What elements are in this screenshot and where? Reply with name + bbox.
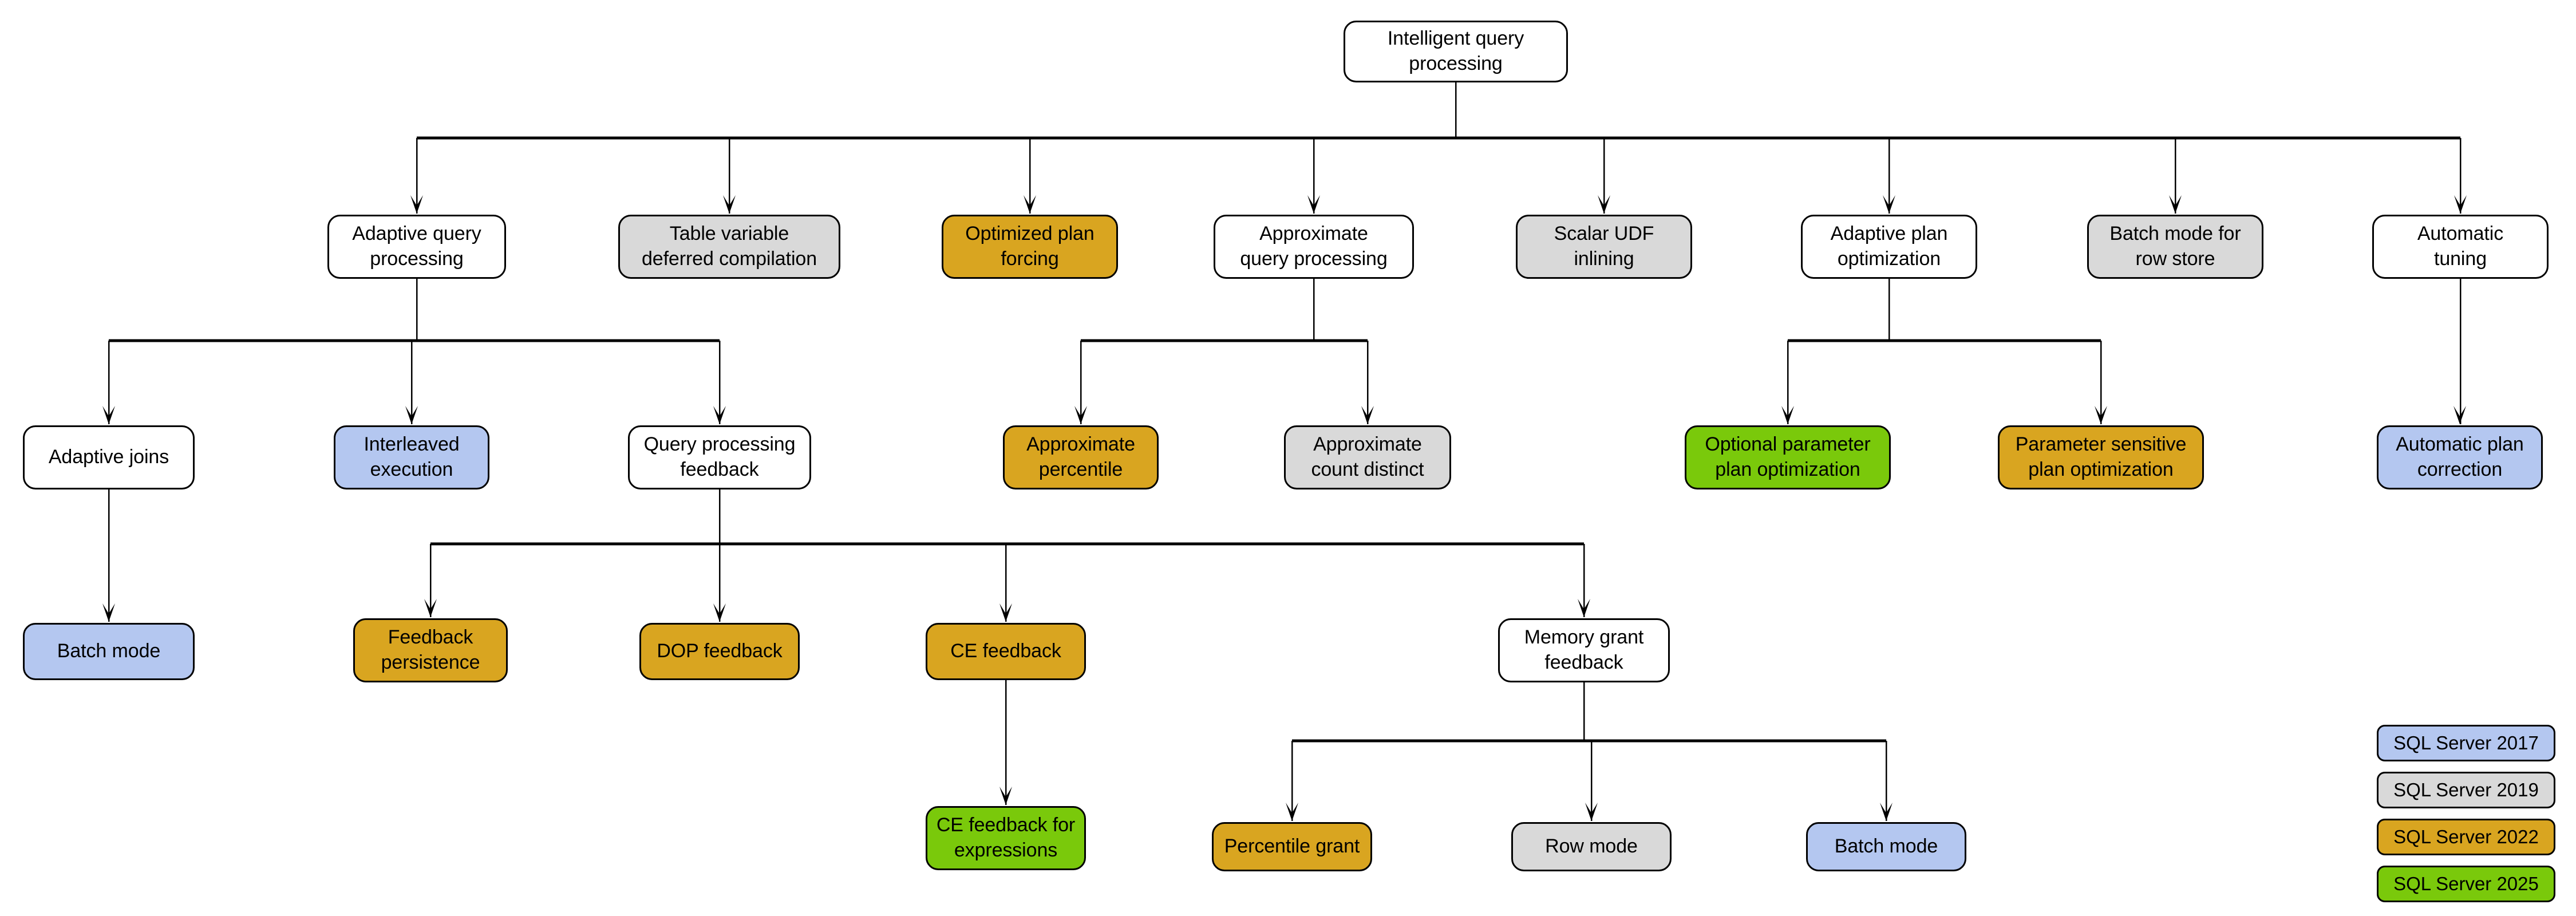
arrowhead	[2453, 406, 2466, 424]
node-memgrant[interactable]: Memory grant feedback	[1498, 618, 1670, 682]
node-interleaved[interactable]: Interleaved execution	[334, 425, 489, 489]
node-aqp[interactable]: Adaptive query processing	[327, 215, 506, 279]
arrowhead	[102, 603, 115, 622]
legend-item-sql-server-2019: SQL Server 2019	[2377, 772, 2555, 808]
node-approxcount[interactable]: Approximate count distinct	[1284, 425, 1451, 489]
legend-item-sql-server-2017: SQL Server 2017	[2377, 725, 2555, 761]
node-root[interactable]: Intelligent query processing	[1344, 21, 1568, 82]
node-bmrowstore[interactable]: Batch mode for row store	[2087, 215, 2263, 279]
node-scalarudf[interactable]: Scalar UDF inlining	[1516, 215, 1692, 279]
node-oppo[interactable]: Optional parameter plan optimization	[1685, 425, 1891, 489]
arrowhead	[1578, 599, 1590, 617]
node-tvdc[interactable]: Table variable deferred compilation	[618, 215, 840, 279]
arrowhead	[1880, 803, 1893, 821]
arrowhead	[713, 603, 726, 622]
legend-item-sql-server-2025: SQL Server 2025	[2377, 866, 2555, 902]
node-approxqp[interactable]: Approximate query processing	[1214, 215, 1414, 279]
arrowhead	[1074, 406, 1087, 424]
arrowhead	[999, 603, 1012, 622]
node-adaptivejoins[interactable]: Adaptive joins	[23, 425, 195, 489]
arrowhead	[713, 406, 726, 424]
node-apc[interactable]: Automatic plan correction	[2377, 425, 2543, 489]
node-autotuning[interactable]: Automatic tuning	[2372, 215, 2549, 279]
arrowhead	[2454, 195, 2467, 214]
node-opf[interactable]: Optimized plan forcing	[942, 215, 1118, 279]
arrowhead	[999, 787, 1012, 805]
arrowhead	[1024, 195, 1036, 214]
arrowhead	[2169, 195, 2182, 214]
arrowhead	[1286, 803, 1298, 821]
arrowhead	[1883, 195, 1895, 214]
arrowhead	[424, 599, 437, 617]
node-qpfeedback[interactable]: Query processing feedback	[628, 425, 811, 489]
node-psp[interactable]: Parameter sensitive plan optimization	[1998, 425, 2204, 489]
node-feedbackpersist[interactable]: Feedback persistence	[353, 618, 508, 682]
arrowhead	[1781, 406, 1794, 424]
node-approxpct[interactable]: Approximate percentile	[1003, 425, 1159, 489]
arrowhead	[1361, 406, 1374, 424]
node-rowmode[interactable]: Row mode	[1511, 822, 1672, 871]
arrowhead	[410, 195, 423, 214]
arrowhead	[2095, 406, 2107, 424]
node-cefeedbackexpr[interactable]: CE feedback for expressions	[926, 806, 1086, 870]
node-dopfeedback[interactable]: DOP feedback	[639, 623, 800, 680]
node-apo[interactable]: Adaptive plan optimization	[1801, 215, 1977, 279]
arrowhead	[405, 406, 418, 424]
node-percentilegrant[interactable]: Percentile grant	[1212, 822, 1372, 871]
legend-item-sql-server-2022: SQL Server 2022	[2377, 819, 2555, 855]
arrowhead	[1598, 195, 1610, 214]
arrowhead	[723, 195, 736, 214]
arrowhead	[102, 406, 115, 424]
node-batchmode1[interactable]: Batch mode	[23, 623, 195, 680]
arrowhead	[1585, 803, 1598, 821]
arrowhead	[1307, 195, 1320, 214]
node-cefeedback[interactable]: CE feedback	[926, 623, 1086, 680]
node-batchmode2[interactable]: Batch mode	[1806, 822, 1966, 871]
